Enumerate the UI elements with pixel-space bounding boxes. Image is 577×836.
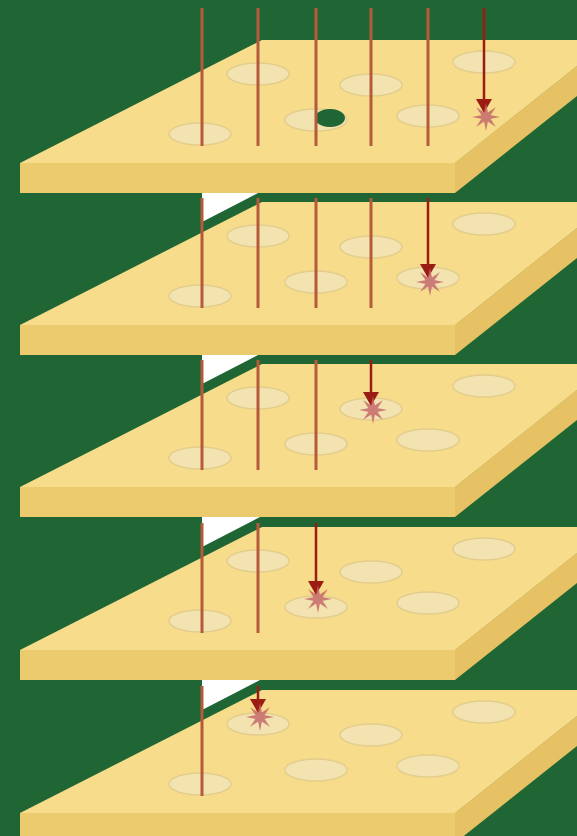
cheese-hole <box>453 701 515 723</box>
layer-4 <box>20 517 577 680</box>
cheese-hole <box>169 123 231 145</box>
cheese-hole <box>169 447 231 469</box>
cheese-hole <box>169 285 231 307</box>
layer-3 <box>20 354 577 517</box>
impact-star-icon <box>416 268 444 296</box>
cheese-hole <box>397 755 459 777</box>
plate-front-edge <box>20 650 455 680</box>
plate-front-edge <box>20 813 455 836</box>
open-hole <box>315 109 345 127</box>
cheese-hole <box>169 773 231 795</box>
impact-star-icon <box>359 396 387 424</box>
impact-star-icon <box>304 585 332 613</box>
cheese-hole <box>453 375 515 397</box>
plate-front-edge <box>20 163 455 193</box>
impact-star-icon <box>246 703 274 731</box>
layer-5 <box>20 680 577 836</box>
layer-2 <box>20 192 577 355</box>
cheese-hole <box>340 561 402 583</box>
plate-front-edge <box>20 325 455 355</box>
cheese-hole <box>453 538 515 560</box>
plate-front-edge <box>20 487 455 517</box>
cheese-hole <box>169 610 231 632</box>
cheese-hole <box>453 213 515 235</box>
cheese-hole <box>340 724 402 746</box>
impact-star-icon <box>472 103 500 131</box>
cheese-hole <box>397 592 459 614</box>
cheese-hole <box>285 759 347 781</box>
cheese-hole <box>397 429 459 451</box>
